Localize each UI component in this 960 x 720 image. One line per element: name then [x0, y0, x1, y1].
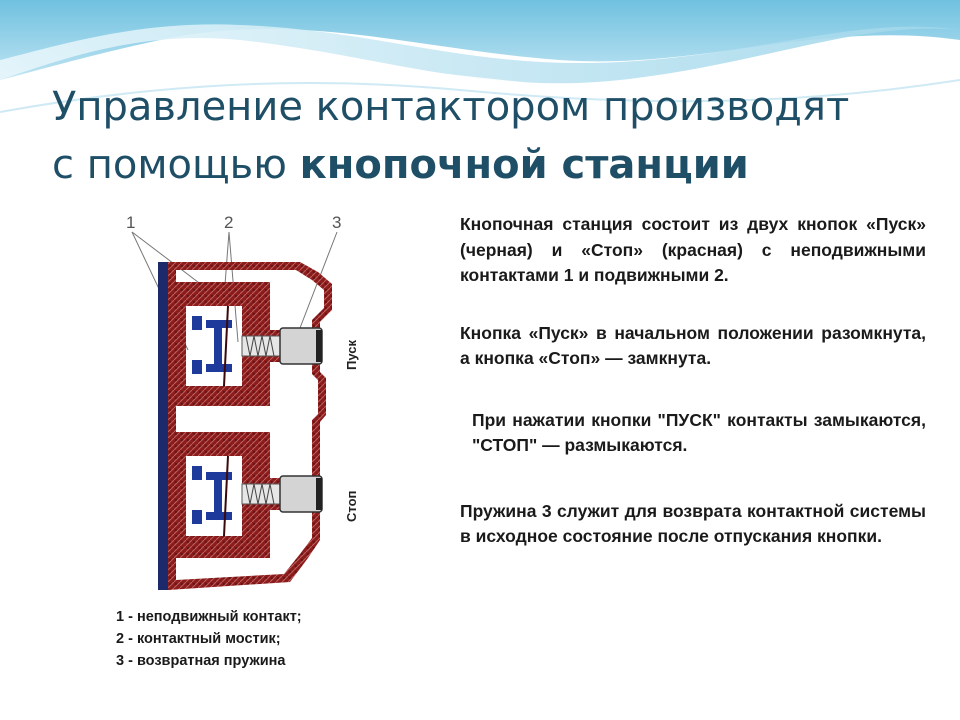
paragraph-initial-state: Кнопка «Пуск» в начальном положении разо…: [460, 322, 926, 369]
legend-item-fixed-contact: 1 - неподвижный контакт;: [116, 609, 302, 625]
stop-button-label: Стоп: [344, 491, 359, 522]
title-line-1: Управление контактором производят: [52, 84, 850, 130]
description-text: Кнопочная станция состоит из двух кнопок…: [460, 212, 926, 550]
title-line-2-plain: с помощью: [52, 142, 300, 188]
callout-label-1: 1: [126, 213, 135, 232]
button-station-diagram: 1 2 3: [126, 213, 359, 590]
lower-contacts: [192, 455, 232, 537]
legend-item-return-spring: 3 - возвратная пружина: [116, 653, 286, 669]
callout-label-3: 3: [332, 213, 341, 232]
diagram-legend: 1 - неподвижный контакт; 2 - контактный …: [116, 606, 446, 672]
start-button-plunger: [241, 327, 323, 365]
slide-title: Управление контактором производят с помо…: [52, 78, 932, 194]
callout-label-2: 2: [224, 213, 233, 232]
header-wave-banner: [0, 0, 960, 113]
start-button-label: Пуск: [344, 340, 359, 370]
paragraph-spring: Пружина 3 служит для возврата контактной…: [460, 500, 926, 547]
upper-contacts: [192, 305, 232, 387]
upper-contact-block: [168, 282, 292, 406]
paragraph-composition: Кнопочная станция состоит из двух кнопок…: [460, 214, 926, 285]
stop-button-plunger: [241, 475, 323, 513]
base-plate: [158, 262, 168, 590]
paragraph-pressing: При нажатии кнопки "ПУСК" контакты замык…: [472, 409, 926, 456]
title-line-2-bold: кнопочной станции: [299, 142, 749, 188]
legend-item-contact-bridge: 2 - контактный мостик;: [116, 631, 281, 647]
lower-contact-block: [168, 432, 292, 558]
